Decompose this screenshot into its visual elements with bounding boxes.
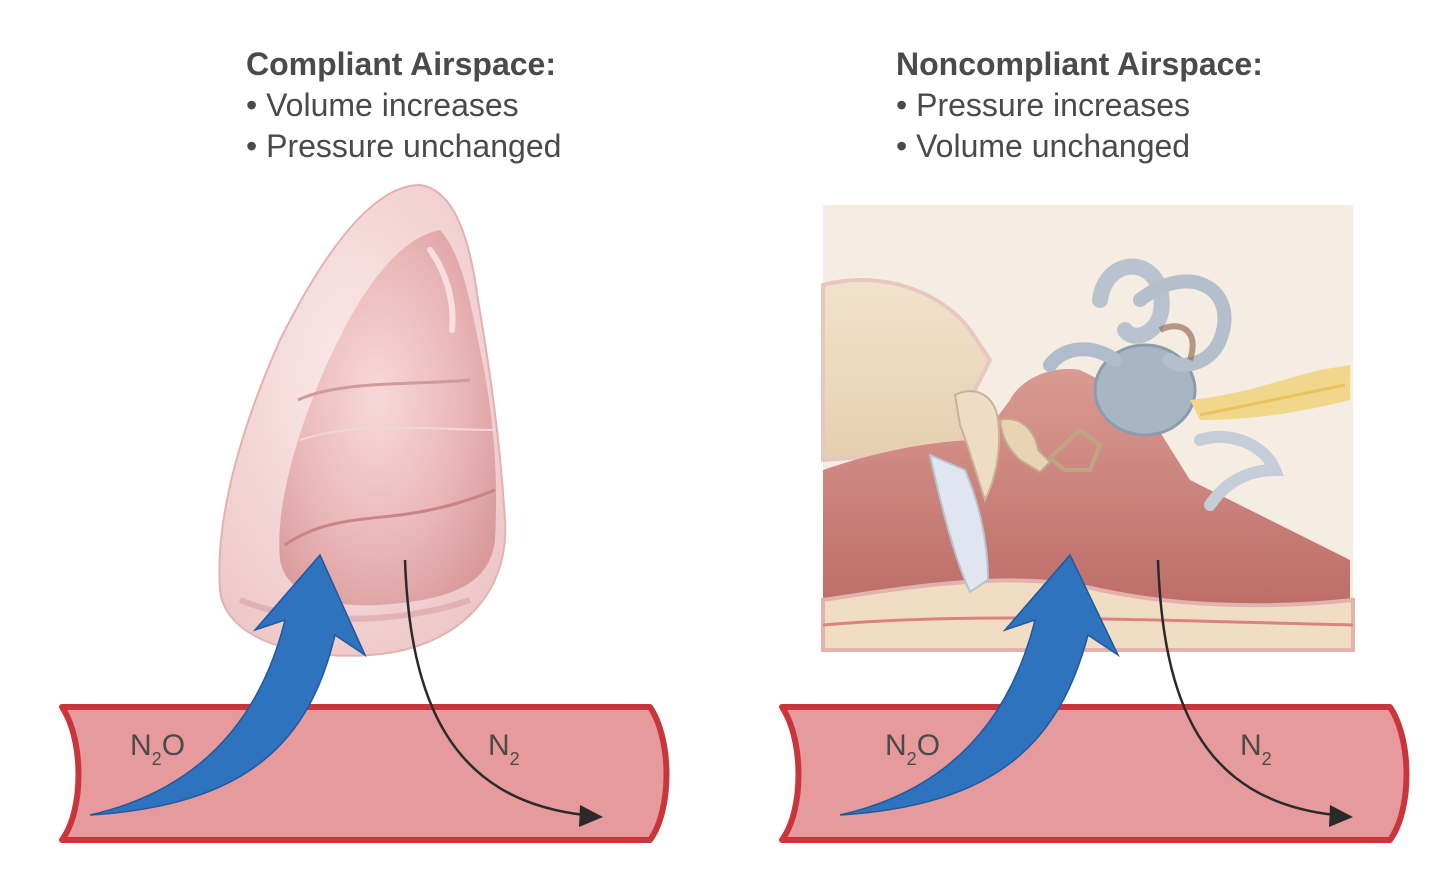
n2o-label: N2O (885, 729, 940, 769)
compliant-airspace-panel: Compliant Airspace: Volume increases Pre… (0, 0, 720, 878)
compliant-bullet-1: Volume increases (246, 85, 561, 126)
n2o-label: N2O (130, 729, 185, 769)
noncompliant-bullet-2: Volume unchanged (896, 126, 1263, 167)
blood-vessel (59, 704, 670, 843)
n2o-diffusion-arrow (89, 553, 367, 816)
noncompliant-illustration: N2O N2 (779, 205, 1410, 843)
lung-illustration (218, 183, 507, 657)
n2-label: N2 (1240, 729, 1272, 769)
middle-ear-illustration (821, 205, 1355, 652)
n2o-diffusion-arrow (839, 553, 1120, 816)
compliant-bullet-2: Pressure unchanged (246, 126, 561, 167)
noncompliant-airspace-panel: Noncompliant Airspace: Pressure increase… (720, 0, 1440, 878)
compliant-illustration: N2O N2 (59, 183, 670, 843)
noncompliant-caption: Noncompliant Airspace: Pressure increase… (896, 44, 1263, 167)
compliant-title: Compliant Airspace: (246, 46, 556, 82)
n2-label: N2 (488, 729, 520, 769)
blood-vessel (779, 704, 1410, 843)
n2-diffusion-arrow (403, 559, 586, 817)
noncompliant-title: Noncompliant Airspace: (896, 46, 1263, 82)
n2-diffusion-arrow (1156, 559, 1336, 817)
compliant-caption: Compliant Airspace: Volume increases Pre… (246, 44, 561, 167)
noncompliant-bullet-1: Pressure increases (896, 85, 1263, 126)
